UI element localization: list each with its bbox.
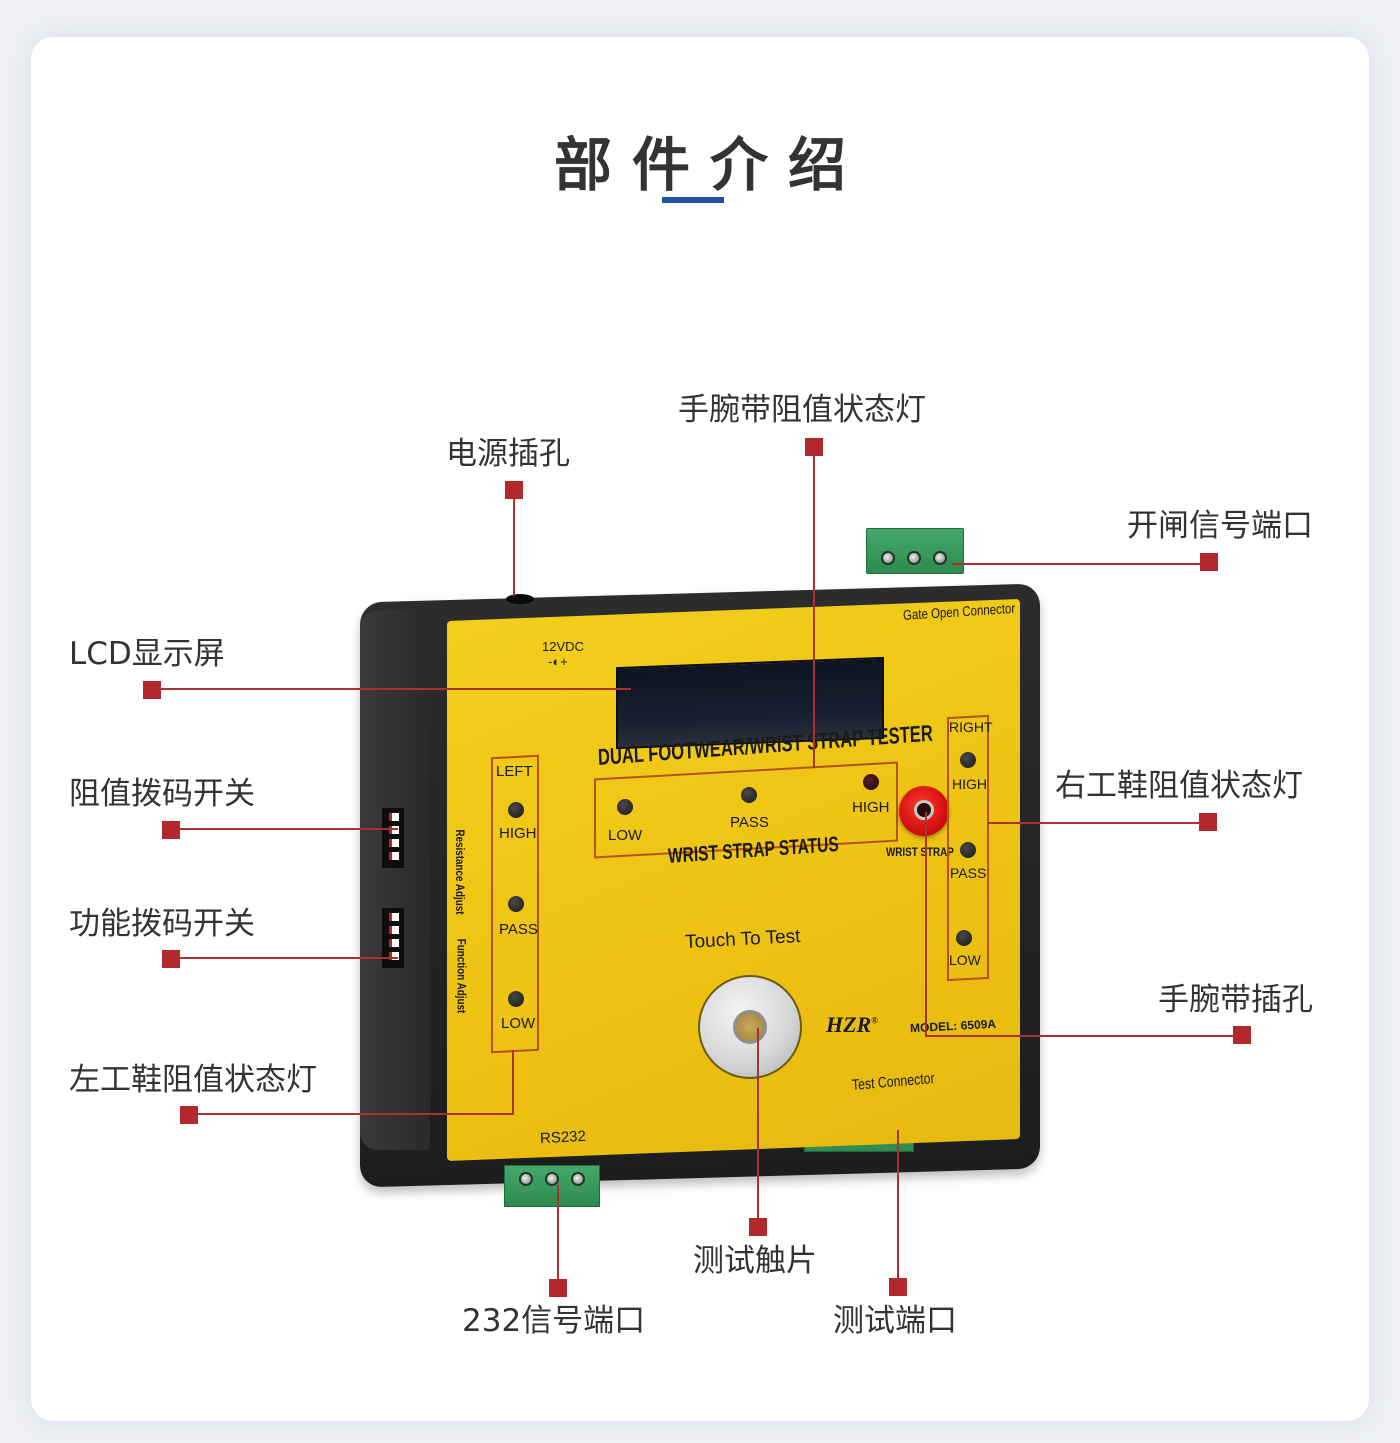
wrist-jack-line-v xyxy=(925,812,927,1036)
callout-wrist-status-led: 手腕带阻值状态灯 xyxy=(678,392,926,428)
content-card xyxy=(31,37,1369,1421)
wrist-status-line xyxy=(813,456,815,768)
resistance-dip-marker xyxy=(162,821,180,839)
wrist-jack-line-h xyxy=(925,1035,1235,1037)
test-contact-line xyxy=(757,1028,759,1220)
rs232-marker xyxy=(549,1279,567,1297)
callout-power-jack: 电源插孔 xyxy=(446,436,570,472)
callout-function-dip: 功能拨码开关 xyxy=(69,906,255,942)
power-jack-marker xyxy=(505,481,523,499)
left-shoe-line-v xyxy=(512,1050,514,1115)
test-port-line xyxy=(897,1130,899,1280)
callout-right-shoe-led: 右工鞋阻值状态灯 xyxy=(1055,768,1303,804)
right-shoe-line xyxy=(988,822,1200,824)
gate-port-line xyxy=(952,563,1202,565)
power-jack-line xyxy=(513,499,515,596)
page-title: 部件介绍 xyxy=(553,131,866,199)
callout-gate-port: 开闸信号端口 xyxy=(1127,508,1313,544)
title-underline xyxy=(662,197,724,203)
callout-left-shoe-led: 左工鞋阻值状态灯 xyxy=(69,1062,317,1098)
callout-test-port: 测试端口 xyxy=(833,1303,957,1339)
left-shoe-marker xyxy=(180,1106,198,1124)
lcd-marker xyxy=(143,681,161,699)
test-port-marker xyxy=(889,1278,907,1296)
callout-test-contact: 测试触片 xyxy=(693,1243,817,1279)
left-shoe-line-h xyxy=(198,1113,514,1115)
test-contact-marker xyxy=(749,1218,767,1236)
right-shoe-marker xyxy=(1199,813,1217,831)
wrist-status-marker xyxy=(805,438,823,456)
resistance-dip-line xyxy=(180,828,398,830)
function-dip-line xyxy=(180,957,398,959)
callout-wrist-jack: 手腕带插孔 xyxy=(1158,982,1313,1018)
lcd-line xyxy=(161,688,631,690)
wrist-jack-marker xyxy=(1233,1026,1251,1044)
callout-rs232-port: 232信号端口 xyxy=(462,1303,646,1339)
gate-port-marker xyxy=(1200,553,1218,571)
callout-lcd: LCD显示屏 xyxy=(69,636,225,672)
callout-resistance-dip: 阻值拨码开关 xyxy=(69,776,255,812)
rs232-line xyxy=(557,1185,559,1281)
function-dip-marker xyxy=(162,950,180,968)
